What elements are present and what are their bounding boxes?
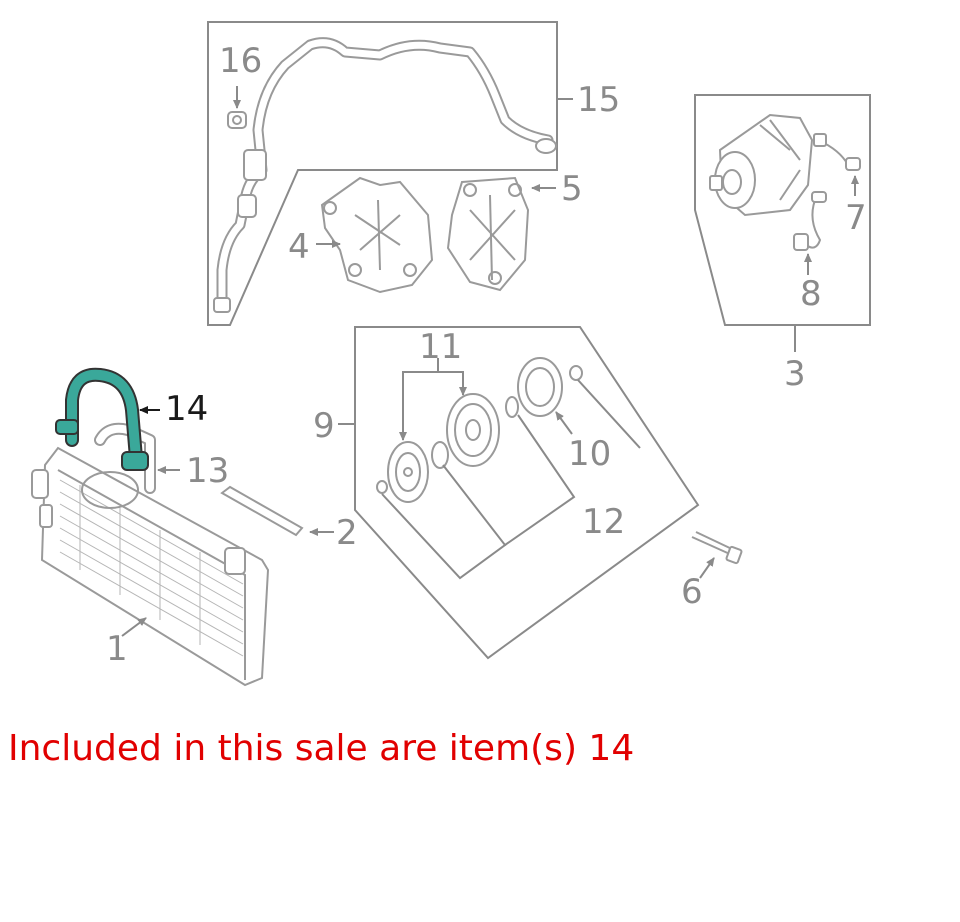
callout-6: 6 — [681, 572, 703, 612]
shim-small-part — [376, 480, 388, 494]
compressor-frame — [694, 94, 871, 326]
clutch-leaders — [381, 358, 641, 580]
compressor-bracket-part — [316, 176, 434, 294]
callout-5: 5 — [561, 169, 583, 209]
parts-diagram: 16 15 5 4 7 8 3 11 14 9 10 13 12 2 6 1 — [31, 21, 871, 687]
condenser-part — [31, 446, 270, 687]
callout-16: 16 — [219, 41, 262, 81]
callout-2: 2 — [336, 513, 358, 553]
snap-ring-part — [505, 396, 519, 418]
field-coil-part — [517, 357, 563, 417]
callout-8: 8 — [800, 274, 822, 314]
callout-10: 10 — [568, 434, 611, 474]
callout-12: 12 — [582, 502, 625, 542]
callout-15: 15 — [577, 80, 620, 120]
callout-14: 14 — [165, 389, 208, 429]
callout-4: 4 — [288, 227, 310, 267]
bolt-part — [691, 531, 743, 579]
discharge-pipe-part — [213, 37, 557, 313]
callout-7: 7 — [845, 198, 867, 238]
callout-9: 9 — [313, 406, 335, 446]
callout-1: 1 — [106, 629, 128, 669]
pipe-group-frame — [207, 21, 558, 326]
clutch-plate-part — [387, 441, 429, 503]
callout-3: 3 — [784, 354, 806, 394]
shim-ring-part — [431, 441, 449, 469]
callout-11: 11 — [419, 327, 462, 367]
highlighted-hose-part — [55, 367, 160, 471]
clutch-frame — [354, 326, 700, 660]
clip-part — [227, 86, 247, 129]
washer-part — [569, 365, 583, 381]
sale-items-caption: Included in this sale are item(s) 14 — [8, 728, 635, 769]
callout-13: 13 — [186, 451, 229, 491]
seal-strip-part — [220, 485, 334, 537]
compressor-part — [709, 113, 861, 275]
mounting-bracket-part — [446, 176, 556, 292]
pulley-part — [446, 393, 500, 467]
